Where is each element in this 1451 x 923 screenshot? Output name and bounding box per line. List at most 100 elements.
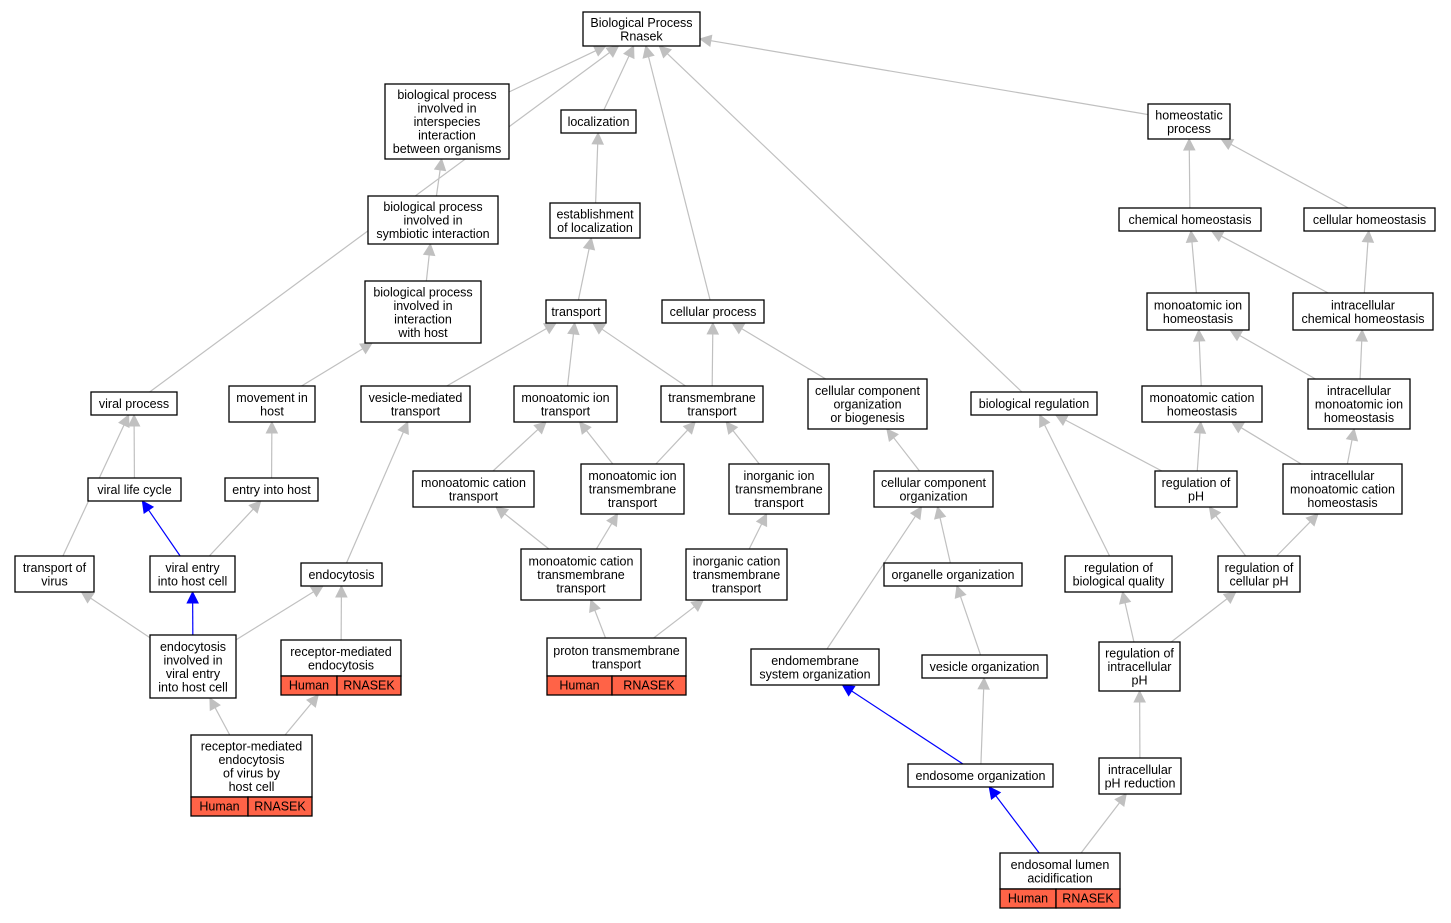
node-label-line: homeostasis <box>1324 411 1394 425</box>
go-term-node-chemical-homeo[interactable]: chemical homeostasis <box>1118 207 1262 232</box>
node-label-line: transport <box>391 404 441 418</box>
node-box <box>1146 292 1250 331</box>
edge-line <box>1215 515 1247 557</box>
node-label-line: chemical homeostasis <box>1302 312 1425 326</box>
edge-line <box>1359 340 1363 380</box>
edge-line <box>1124 602 1135 643</box>
node-box <box>560 109 637 134</box>
go-term-node-cellular-process[interactable]: cellular process <box>661 299 765 324</box>
edge-arrowhead <box>1230 421 1245 434</box>
edge-line <box>1363 241 1369 294</box>
edge-line <box>284 703 312 736</box>
edge-ic_ph_reduction-to-reg_ic_ph <box>1133 689 1146 759</box>
go-term-node-viral-process[interactable]: viral process <box>90 391 178 416</box>
node-label-line: endocytosis <box>160 640 226 654</box>
edge-cc_org-to-cc_org_biogen <box>886 428 920 472</box>
edge-arrowhead <box>755 512 768 528</box>
node-box <box>1141 385 1263 423</box>
edge-arrowhead <box>127 413 141 427</box>
node-label-line: transport <box>687 404 737 418</box>
node-label-line: interaction <box>394 312 452 326</box>
edge-line <box>301 348 364 387</box>
go-term-node-cellular-homeo[interactable]: cellular homeostasis <box>1303 207 1436 232</box>
node-box <box>907 763 1054 788</box>
node-label-line: cellular pH <box>1229 574 1288 588</box>
edge-arrowhead <box>1182 137 1196 151</box>
go-term-node-bio-regulation[interactable]: biological regulation <box>970 391 1098 416</box>
node-label-line: viral entry <box>166 667 221 681</box>
edge-arrowhead <box>1118 590 1132 605</box>
edge-tm_transport-to-cellular_process <box>706 321 720 387</box>
node-label-line: endosome organization <box>916 769 1046 783</box>
edge-line <box>148 509 181 557</box>
node-box <box>970 391 1098 416</box>
go-term-node-localization[interactable]: localization <box>560 109 637 134</box>
node-box <box>384 83 510 160</box>
edge-viral_entry-to-viral_life_cycle <box>141 500 181 557</box>
go-term-node-vesicle-org[interactable]: vesicle organization <box>921 654 1048 679</box>
go-term-node-organelle-org[interactable]: organelle organization <box>883 562 1023 587</box>
edge-arrowhead <box>80 591 95 604</box>
edge-bp_interspecies-to-bp <box>508 45 607 93</box>
node-label-line: with host <box>397 326 448 340</box>
edge-reg_cell_ph-to-reg_ph <box>1208 506 1247 557</box>
edge-viral_entry-to-entry_host <box>208 500 262 557</box>
go-term-node-endosome-org[interactable]: endosome organization <box>907 763 1054 788</box>
edge-arrowhead <box>542 322 558 335</box>
node-label-line: transport of <box>23 561 87 575</box>
node-label-line: monoatomic ion <box>1315 398 1403 412</box>
edge-reg_bio_quality-to-bio_regulation <box>1039 413 1111 557</box>
node-label-line: homeostasis <box>1307 496 1377 510</box>
node-box <box>1217 555 1301 593</box>
go-term-node-transport[interactable]: transport <box>545 299 607 324</box>
go-term-node-entry-host[interactable]: entry into host <box>224 477 319 502</box>
edge-endosomal_acid-to-endosome_org <box>988 786 1040 854</box>
node-label-line: transport <box>754 496 804 510</box>
node-label-line: monoatomic ion <box>521 391 609 405</box>
edge-endo_viral_entry-to-endocytosis <box>235 585 324 641</box>
node-box <box>999 852 1121 890</box>
edge-inorg_ion_tm-to-tm_transport <box>725 421 760 465</box>
edge-arrowhead <box>698 34 713 48</box>
go-term-node-viral-life-cycle[interactable]: viral life cycle <box>87 477 182 502</box>
go-term-node-endocytosis[interactable]: endocytosis <box>300 562 383 587</box>
edge-arrowhead <box>886 428 899 442</box>
edge-cation_homeo-to-ion_homeo <box>1192 328 1206 387</box>
edge-reg_cell_ph-to-ic_cation_homeo <box>1276 513 1319 557</box>
